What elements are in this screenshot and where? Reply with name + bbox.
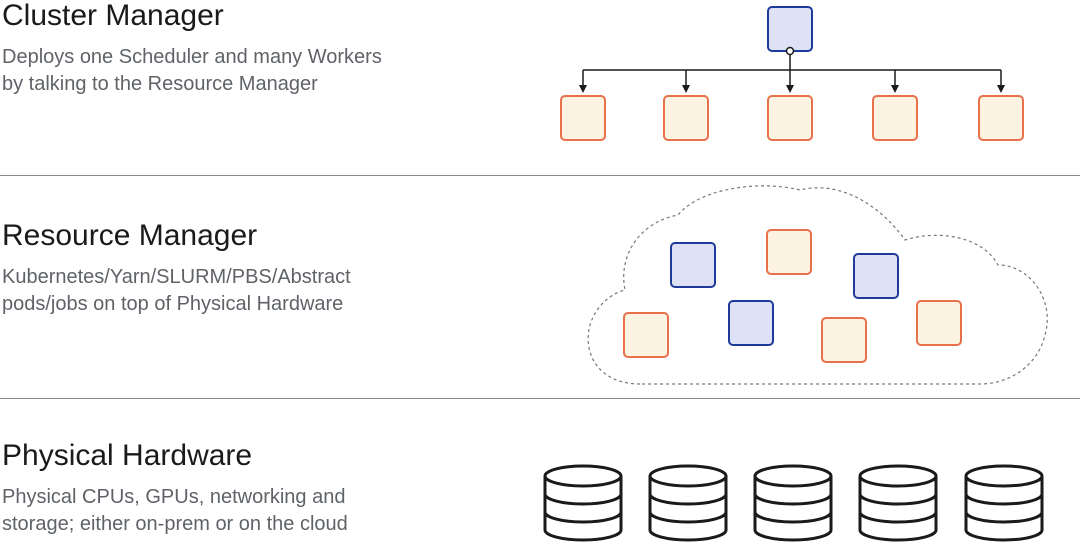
worker-node-icon (560, 95, 606, 141)
worker-node-icon (766, 229, 812, 275)
worker-node-icon (663, 95, 709, 141)
cluster-manager-section: Cluster Manager Deploys one Scheduler an… (2, 0, 382, 98)
scheduler-node-icon (853, 253, 899, 299)
cluster-manager-description: Deploys one Scheduler and many Workers b… (2, 46, 382, 95)
worker-node-icon (821, 317, 867, 363)
resource-manager-title: Resource Manager (2, 219, 258, 252)
worker-node-icon (916, 300, 962, 346)
resource-manager-section: Resource Manager Kubernetes/Yarn/SLURM/P… (2, 220, 351, 318)
physical-hardware-section: Physical Hardware Physical CPUs, GPUs, n… (2, 440, 348, 538)
physical-hardware-title: Physical Hardware (2, 439, 253, 472)
section-divider (0, 398, 1080, 399)
worker-node-icon (872, 95, 918, 141)
physical-hardware-description: Physical CPUs, GPUs, networking and stor… (2, 486, 348, 535)
cluster-manager-graphic (560, 6, 1024, 141)
storage-cylinder-icon (964, 464, 1044, 542)
worker-node-icon (767, 95, 813, 141)
scheduler-node-icon (670, 242, 716, 288)
storage-cylinder-icon (753, 464, 833, 542)
tree-connectors (579, 51, 1005, 93)
resource-manager-description: Kubernetes/Yarn/SLURM/PBS/Abstract pods/… (2, 266, 351, 315)
scheduler-node-icon (767, 6, 813, 52)
section-divider (0, 175, 1080, 176)
connector-dot (785, 46, 795, 56)
worker-node-icon (623, 312, 669, 358)
storage-cylinder-icon (648, 464, 728, 542)
storage-cylinder-icon (858, 464, 938, 542)
cloud-icon (587, 185, 1048, 385)
physical-hardware-graphic (543, 464, 1044, 542)
cluster-manager-title: Cluster Manager (2, 0, 224, 32)
scheduler-node-icon (728, 300, 774, 346)
storage-cylinder-icon (543, 464, 623, 542)
resource-manager-graphic (587, 185, 1048, 385)
worker-node-icon (978, 95, 1024, 141)
